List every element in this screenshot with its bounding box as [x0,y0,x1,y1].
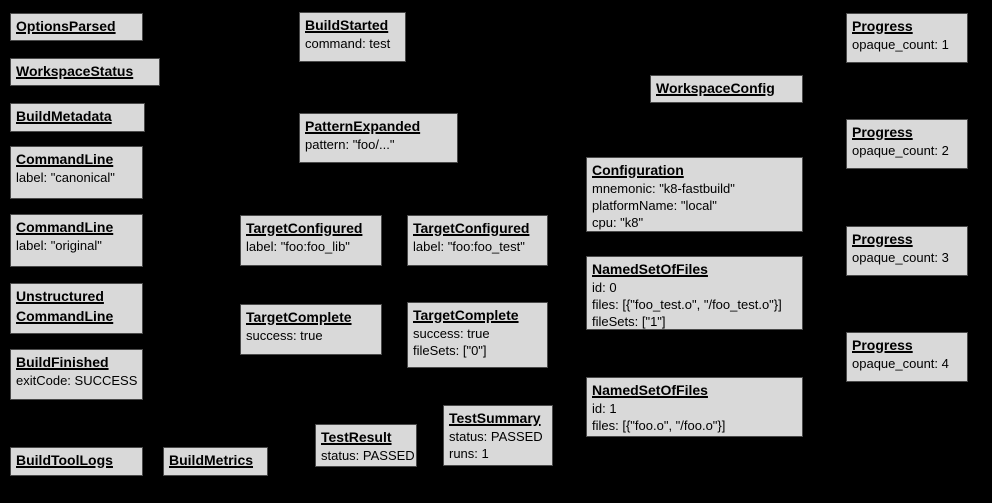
node-progress-3: Progress opaque_count: 3 [846,226,968,276]
node-attr: status: PASSED [321,448,415,463]
node-title: Progress [852,231,913,247]
node-attr: success: true [246,328,323,343]
node-testresult: TestResult status: PASSED [315,424,417,467]
node-buildmetrics: BuildMetrics [163,447,268,476]
node-attr: cpu: "k8" [592,215,644,230]
node-targetcomplete-foo-test: TargetComplete success: true fileSets: [… [407,302,548,368]
node-title: NamedSetOfFiles [592,382,708,398]
node-title: Progress [852,18,913,34]
node-title: Progress [852,337,913,353]
node-buildfinished: BuildFinished exitCode: SUCCESS [10,349,143,400]
node-attr: fileSets: ["0"] [413,343,487,358]
node-title: CommandLine [16,308,114,324]
node-attr: command: test [305,36,391,51]
node-title: TargetComplete [246,309,352,325]
node-title: WorkspaceConfig [656,80,775,96]
node-title: Unstructured [16,288,104,304]
node-attr: success: true [413,326,490,341]
node-title: BuildToolLogs [16,452,113,468]
node-targetconfigured-foo-test: TargetConfigured label: "foo:foo_test" [407,215,548,266]
node-title: BuildStarted [305,17,389,33]
node-title: TargetConfigured [413,220,530,236]
node-attr: exitCode: SUCCESS [16,373,138,388]
node-attr: opaque_count: 3 [852,250,949,265]
node-attr: label: "original" [16,238,102,253]
node-attr: label: "foo:foo_lib" [246,239,350,254]
node-attr: pattern: "foo/..." [305,137,395,152]
node-namedsetoffiles-1: NamedSetOfFiles id: 1 files: [{"foo.o", … [586,377,803,437]
node-title: CommandLine [16,151,114,167]
node-title: TargetComplete [413,307,519,323]
node-optionsparsed: OptionsParsed [10,13,143,41]
node-attr: label: "canonical" [16,170,115,185]
node-workspacestatus: WorkspaceStatus [10,58,160,86]
node-progress-4: Progress opaque_count: 4 [846,332,968,382]
node-title: BuildMetrics [169,452,254,468]
node-targetcomplete-foo-lib: TargetComplete success: true [240,304,382,355]
node-buildmetadata: BuildMetadata [10,103,145,132]
node-attr: id: 1 [592,401,617,416]
node-title: TestResult [321,429,392,445]
node-title: PatternExpanded [305,118,421,134]
node-attr: platformName: "local" [592,198,717,213]
node-attr: mnemonic: "k8-fastbuild" [592,181,735,196]
node-title: Progress [852,124,913,140]
node-attr: opaque_count: 1 [852,37,949,52]
node-title: BuildMetadata [16,108,112,124]
node-unstructuredcommandline: Unstructured CommandLine [10,283,143,334]
node-progress-1: Progress opaque_count: 1 [846,13,968,63]
node-patternexpanded: PatternExpanded pattern: "foo/..." [299,113,458,163]
node-attr: id: 0 [592,280,617,295]
node-workspaceconfig: WorkspaceConfig [650,75,803,103]
node-buildtoollogs: BuildToolLogs [10,447,143,476]
node-title: CommandLine [16,219,114,235]
node-title: OptionsParsed [16,18,116,34]
node-title: TestSummary [449,410,541,426]
node-attr: files: [{"foo_test.o", "/foo_test.o"}] [592,297,782,312]
node-attr: status: PASSED [449,429,543,444]
node-configuration: Configuration mnemonic: "k8-fastbuild" p… [586,157,803,232]
node-attr: label: "foo:foo_test" [413,239,525,254]
node-attr: files: [{"foo.o", "/foo.o"}] [592,418,726,433]
node-title: BuildFinished [16,354,109,370]
node-attr: opaque_count: 2 [852,143,949,158]
node-testsummary: TestSummary status: PASSED runs: 1 [443,405,553,466]
node-attr: runs: 1 [449,446,489,461]
node-buildstarted: BuildStarted command: test [299,12,406,62]
node-namedsetoffiles-0: NamedSetOfFiles id: 0 files: [{"foo_test… [586,256,803,330]
node-title: Configuration [592,162,684,178]
node-attr: fileSets: ["1"] [592,314,666,329]
node-commandline-original: CommandLine label: "original" [10,214,143,267]
node-title: TargetConfigured [246,220,363,236]
node-progress-2: Progress opaque_count: 2 [846,119,968,169]
node-title: WorkspaceStatus [16,63,134,79]
node-commandline-canonical: CommandLine label: "canonical" [10,146,143,199]
node-title: NamedSetOfFiles [592,261,708,277]
node-targetconfigured-foo-lib: TargetConfigured label: "foo:foo_lib" [240,215,382,266]
node-attr: opaque_count: 4 [852,356,949,371]
